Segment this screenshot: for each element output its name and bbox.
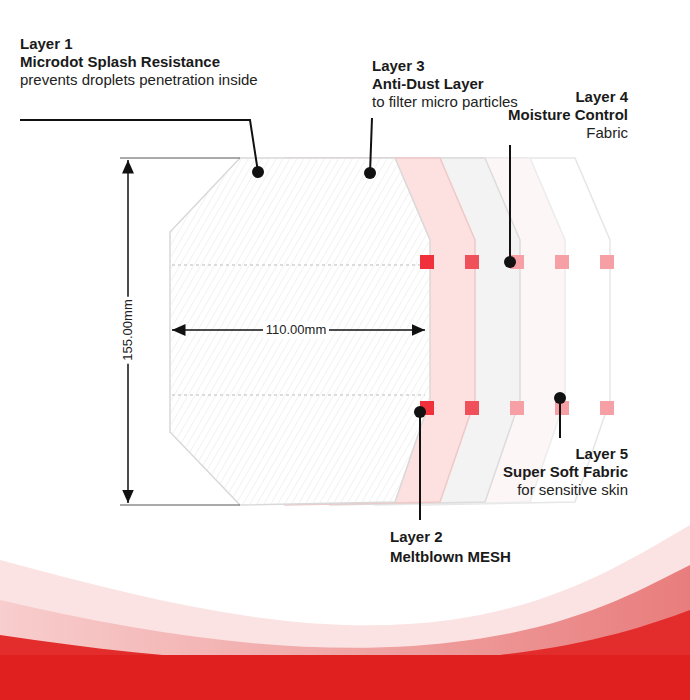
fold-seam <box>172 264 425 266</box>
layer-note: Fabric <box>468 124 628 142</box>
layer-label: Anti-Dust Layer <box>372 75 542 93</box>
fabric-texture <box>170 158 430 505</box>
layer-note: to filter micro particles <box>372 93 522 111</box>
ear-loop-weld <box>510 401 524 415</box>
mask-layer <box>170 158 430 505</box>
layer-label: Layer 4 <box>468 88 628 106</box>
layer-note: for sensitive skin <box>428 481 628 499</box>
layer-label: Layer 1 <box>20 35 270 53</box>
dimension-label: 155.00mm <box>119 296 137 363</box>
layer-label: Layer 3 <box>372 57 542 75</box>
layer-label: Layer 2 <box>390 528 590 546</box>
ear-loop-weld <box>465 401 479 415</box>
ear-loop-weld <box>600 255 614 269</box>
ear-loop-weld <box>555 255 569 269</box>
layer-label: Meltblown MESH <box>390 548 590 566</box>
layer-label: Super Soft Fabric <box>428 463 628 481</box>
dimension-label: 110.00mm <box>263 321 329 339</box>
fold-seam <box>172 394 425 396</box>
ear-loop-weld <box>465 255 479 269</box>
ear-loop-weld <box>420 255 434 269</box>
layer-label: Layer 5 <box>428 445 628 463</box>
layer-note: prevents droplets penetration inside <box>20 71 260 89</box>
layer-label: Moisture Control <box>468 106 628 124</box>
ear-loop-weld <box>600 401 614 415</box>
layer-label: Microdot Splash Resistance <box>20 53 280 71</box>
